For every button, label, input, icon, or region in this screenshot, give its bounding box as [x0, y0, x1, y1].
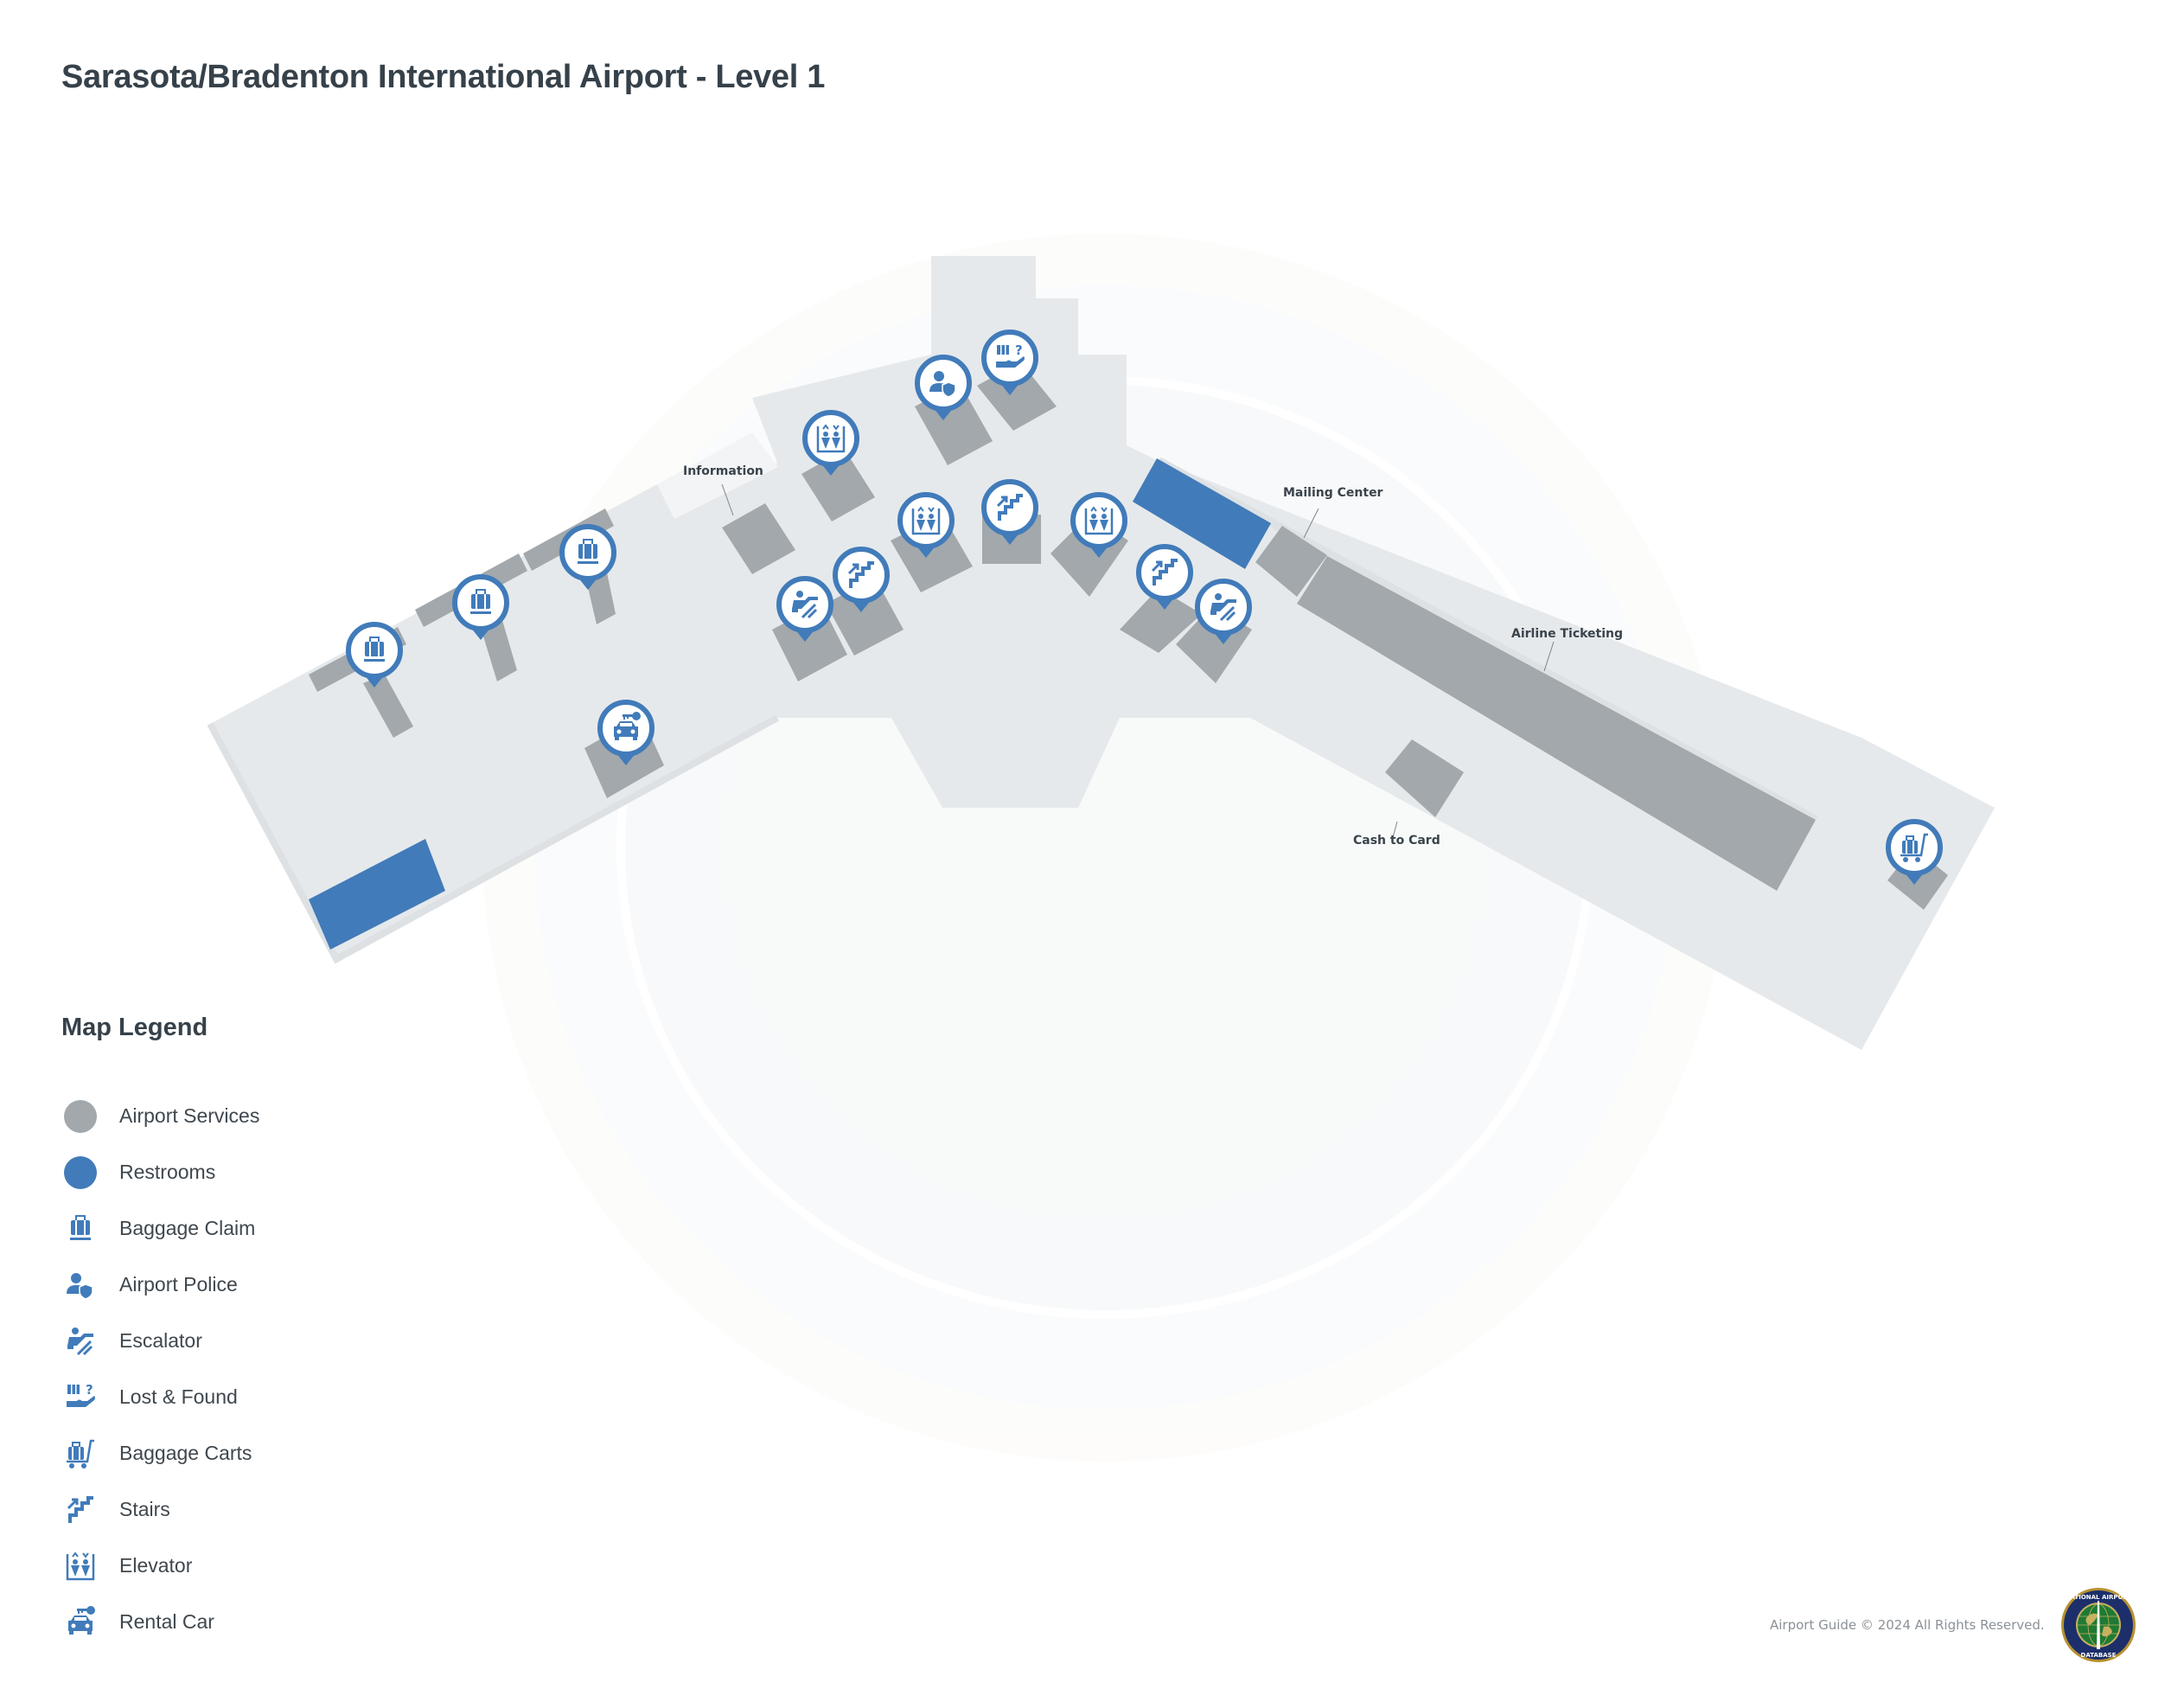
map-legend: Airport Services Restrooms Baggage Claim…: [61, 1088, 259, 1650]
legend-item-elevator: Elevator: [61, 1538, 259, 1594]
stairs-icon: [61, 1491, 99, 1529]
label-mailing-center: Mailing Center: [1283, 486, 1383, 500]
elevator-icon: [61, 1547, 99, 1585]
blue-dot-icon: [64, 1155, 97, 1189]
svg-text:NATIONAL AIRPORT: NATIONAL AIRPORT: [2066, 1594, 2132, 1601]
gray-dot-icon: [64, 1099, 97, 1133]
page-title: Sarasota/Bradenton International Airport…: [61, 59, 826, 95]
baggage-carts-icon: [61, 1435, 99, 1473]
legend-item-airport-services: Airport Services: [61, 1088, 259, 1144]
label-airline-ticketing: Airline Ticketing: [1511, 627, 1624, 641]
svg-text:DATABASE: DATABASE: [2081, 1652, 2117, 1659]
label-information: Information: [683, 464, 763, 478]
lost-and-found-icon: [61, 1379, 99, 1417]
legend-item-escalator: Escalator: [61, 1313, 259, 1369]
restroom-left: [309, 839, 445, 950]
legend-item-rental-car: Rental Car: [61, 1594, 259, 1650]
legend-title: Map Legend: [61, 1014, 208, 1041]
national-airport-database-logo: NATIONAL AIRPORT DATABASE: [2061, 1588, 2136, 1662]
legend-item-baggage-carts: Baggage Carts: [61, 1425, 259, 1481]
escalator-icon: [61, 1322, 99, 1360]
legend-item-baggage-claim: Baggage Claim: [61, 1200, 259, 1257]
legend-item-airport-police: Airport Police: [61, 1257, 259, 1313]
legend-item-stairs: Stairs: [61, 1481, 259, 1538]
restroom-center: [1133, 458, 1271, 569]
legend-item-restrooms: Restrooms: [61, 1144, 259, 1200]
rental-car-icon: [61, 1603, 99, 1641]
airport-police-icon: [61, 1266, 99, 1304]
label-cash-to-card: Cash to Card: [1353, 834, 1440, 848]
baggage-claim-icon: [61, 1210, 99, 1248]
floor-plan: [207, 256, 1995, 1050]
legend-item-lost-and-found: Lost & Found: [61, 1369, 259, 1425]
left-wing-floor: [210, 256, 1995, 1050]
copyright-text: Airport Guide © 2024 All Rights Reserved…: [1770, 1617, 2045, 1633]
